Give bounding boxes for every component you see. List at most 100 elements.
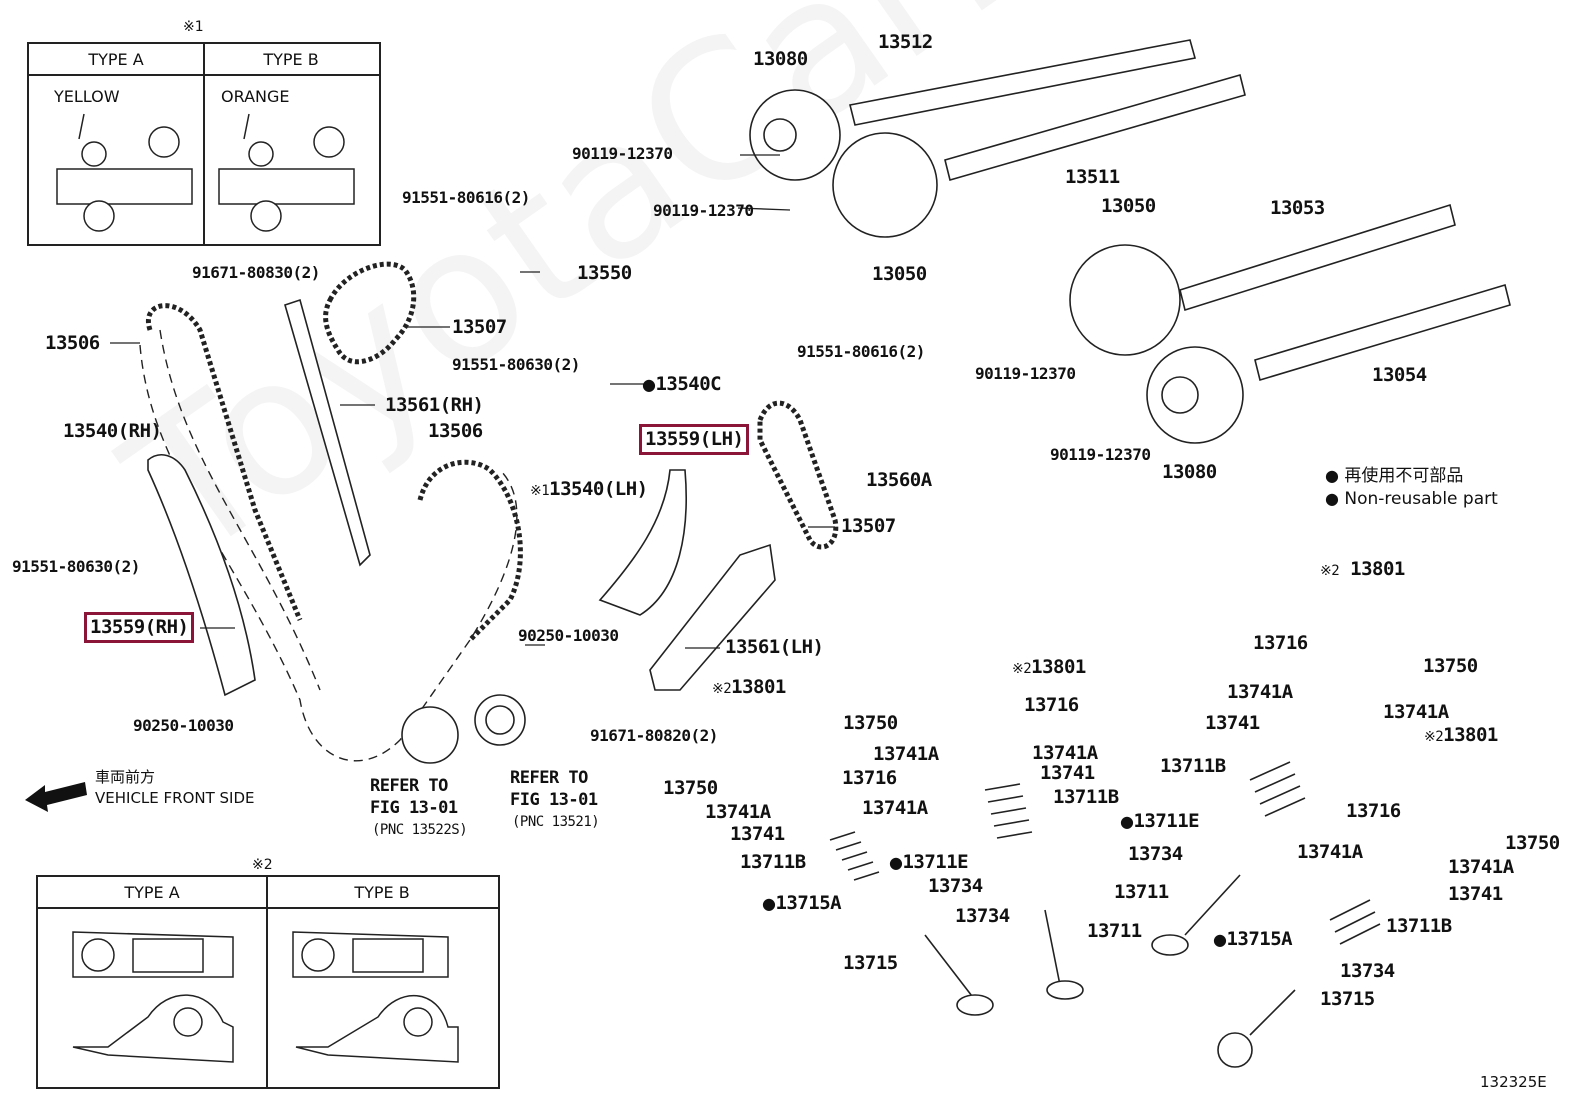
part-13711b-b[interactable]: 13711B [1053,786,1119,808]
part-13750-b[interactable]: 13750 [843,712,898,734]
part-13540-rh[interactable]: 13540(RH) [63,420,162,442]
part-13750-d[interactable]: 13750 [1505,832,1560,854]
vvt-gear-13050-top [832,132,938,238]
part-13507-top[interactable]: 13507 [452,316,507,338]
part-13801-c-text: 13801 [731,676,786,698]
part-90250-10030-left[interactable]: 90250-10030 [133,716,234,735]
part-13741a-5[interactable]: 13741A [705,801,771,823]
note2-ref-mark: ※2 [1012,661,1032,677]
part-13540-lh[interactable]: ※113540(LH) [530,480,648,499]
part-13741a-6[interactable]: 13741A [862,797,928,819]
refer-sprocket-line2[interactable]: FIG 13-01 [510,790,598,810]
part-13715a-a[interactable]: ●13715A [762,892,842,914]
chain-guide-outline [139,344,518,762]
part-13560a[interactable]: 13560A [866,469,932,491]
part-13561-lh[interactable]: 13561(LH) [725,636,824,658]
part-13801-d[interactable]: ※213801 [1424,726,1498,745]
part-13540c-text: 13540C [655,373,722,395]
part-13054[interactable]: 13054 [1372,364,1427,386]
part-13741-a[interactable]: 13741 [1205,712,1260,734]
part-13801-a[interactable]: ※2 13801 [1320,560,1405,579]
part-13506-left[interactable]: 13506 [45,332,100,354]
note2-header-type-b: TYPE B [266,877,498,909]
part-13715-b[interactable]: 13715 [1320,988,1375,1010]
part-13734-a[interactable]: 13734 [1128,843,1183,865]
note2-divider [266,877,268,1087]
part-13750-a[interactable]: 13750 [1423,655,1478,677]
part-13711b-d[interactable]: 13711B [1386,915,1452,937]
part-13741a-3[interactable]: 13741A [873,743,939,765]
refer-crank-line1[interactable]: REFER TO [370,776,448,796]
part-13734-d[interactable]: 13734 [1340,960,1395,982]
part-13540c[interactable]: ●13540C [642,373,722,395]
part-13711b-a[interactable]: 13711B [1160,755,1226,777]
part-13734-b[interactable]: 13734 [928,875,983,897]
part-13750-c[interactable]: 13750 [663,777,718,799]
part-13507-mid[interactable]: 13507 [841,515,896,537]
non-reusable-dot-icon: ● [1325,489,1339,508]
part-13741a-1[interactable]: 13741A [1227,681,1293,703]
part-13711b-c[interactable]: 13711B [740,851,806,873]
part-13511[interactable]: 13511 [1065,166,1120,188]
non-reusable-dot-icon: ● [1325,466,1339,485]
part-13512[interactable]: 13512 [878,31,933,53]
figure-id: 132325E [1480,1073,1547,1091]
part-90119-12370-c[interactable]: 90119-12370 [975,364,1076,383]
part-13716-a[interactable]: 13716 [1253,632,1308,654]
part-13801-c[interactable]: ※213801 [712,678,786,697]
legend-jp-text: 再使用不可部品 [1344,466,1464,486]
part-90250-10030-mid[interactable]: 90250-10030 [518,626,619,645]
part-13053[interactable]: 13053 [1270,197,1325,219]
part-13741a-7[interactable]: 13741A [1297,841,1363,863]
part-91551-80630-mid[interactable]: 91551-80630(2) [452,355,580,374]
part-13715-a[interactable]: 13715 [843,952,898,974]
refer-crank-line2[interactable]: FIG 13-01 [370,798,458,818]
part-13550[interactable]: 13550 [577,262,632,284]
chain-guide-rh [284,298,371,567]
part-13715a-b[interactable]: ●13715A [1213,928,1293,950]
part-13741a-8[interactable]: 13741A [1448,856,1514,878]
part-13741-d[interactable]: 13741 [1448,883,1503,905]
part-13080-bottom[interactable]: 13080 [1162,461,1217,483]
part-90119-12370-d[interactable]: 90119-12370 [1050,445,1151,464]
part-13741-c[interactable]: 13741 [730,823,785,845]
note1-header-type-b: TYPE B [203,44,379,76]
part-90119-12370-b[interactable]: 90119-12370 [653,201,754,220]
tensioner-type-drawings [56,113,355,232]
part-91551-80616-a[interactable]: 91551-80616(2) [402,188,530,207]
non-reusable-dot-icon: ● [642,375,656,394]
part-13050-top[interactable]: 13050 [872,263,927,285]
part-91551-80630-left[interactable]: 91551-80630(2) [12,557,140,576]
vehicle-front-label-jp: 車両前方 [95,768,156,786]
part-13715a-a-text: 13715A [775,892,842,914]
part-13801-b[interactable]: ※213801 [1012,658,1086,677]
part-13716-b[interactable]: 13716 [1024,694,1079,716]
part-13559-rh-highlighted[interactable]: 13559(RH) [83,612,195,643]
refer-sprocket-line1[interactable]: REFER TO [510,768,588,788]
part-13711-b[interactable]: 13711 [1087,920,1142,942]
part-91551-80616-b[interactable]: 91551-80616(2) [797,342,925,361]
part-13711e-a-text: 13711E [1133,810,1200,832]
part-13711e-b[interactable]: ●13711E [889,853,969,872]
note2-mark: ※2 [252,857,273,873]
part-13050-mid[interactable]: 13050 [1101,195,1156,217]
part-13734-c[interactable]: 13734 [955,905,1010,927]
part-13506-mid[interactable]: 13506 [428,420,483,442]
vvt-gear-13050-mid [1069,244,1181,356]
part-13561-rh[interactable]: 13561(RH) [385,394,484,416]
part-90119-12370-a[interactable]: 90119-12370 [572,144,673,163]
non-reusable-dot-icon: ● [762,894,776,913]
part-13711-a[interactable]: 13711 [1114,881,1169,903]
part-13716-c[interactable]: 13716 [842,767,897,789]
part-91671-80830[interactable]: 91671-80830(2) [192,263,320,282]
part-13716-d[interactable]: 13716 [1346,800,1401,822]
part-13715a-b-text: 13715A [1226,928,1293,950]
type-b-color-label: ORANGE [221,87,290,106]
part-13741-b[interactable]: 13741 [1040,762,1095,784]
part-13559-lh-highlighted[interactable]: 13559(LH) [638,424,750,455]
part-13080-top[interactable]: 13080 [753,48,808,70]
part-91671-80820[interactable]: 91671-80820(2) [590,726,718,745]
part-13741a-4[interactable]: 13741A [1032,742,1098,764]
part-13711e-a[interactable]: ●13711E [1120,810,1200,832]
part-13741a-2[interactable]: 13741A [1383,701,1449,723]
